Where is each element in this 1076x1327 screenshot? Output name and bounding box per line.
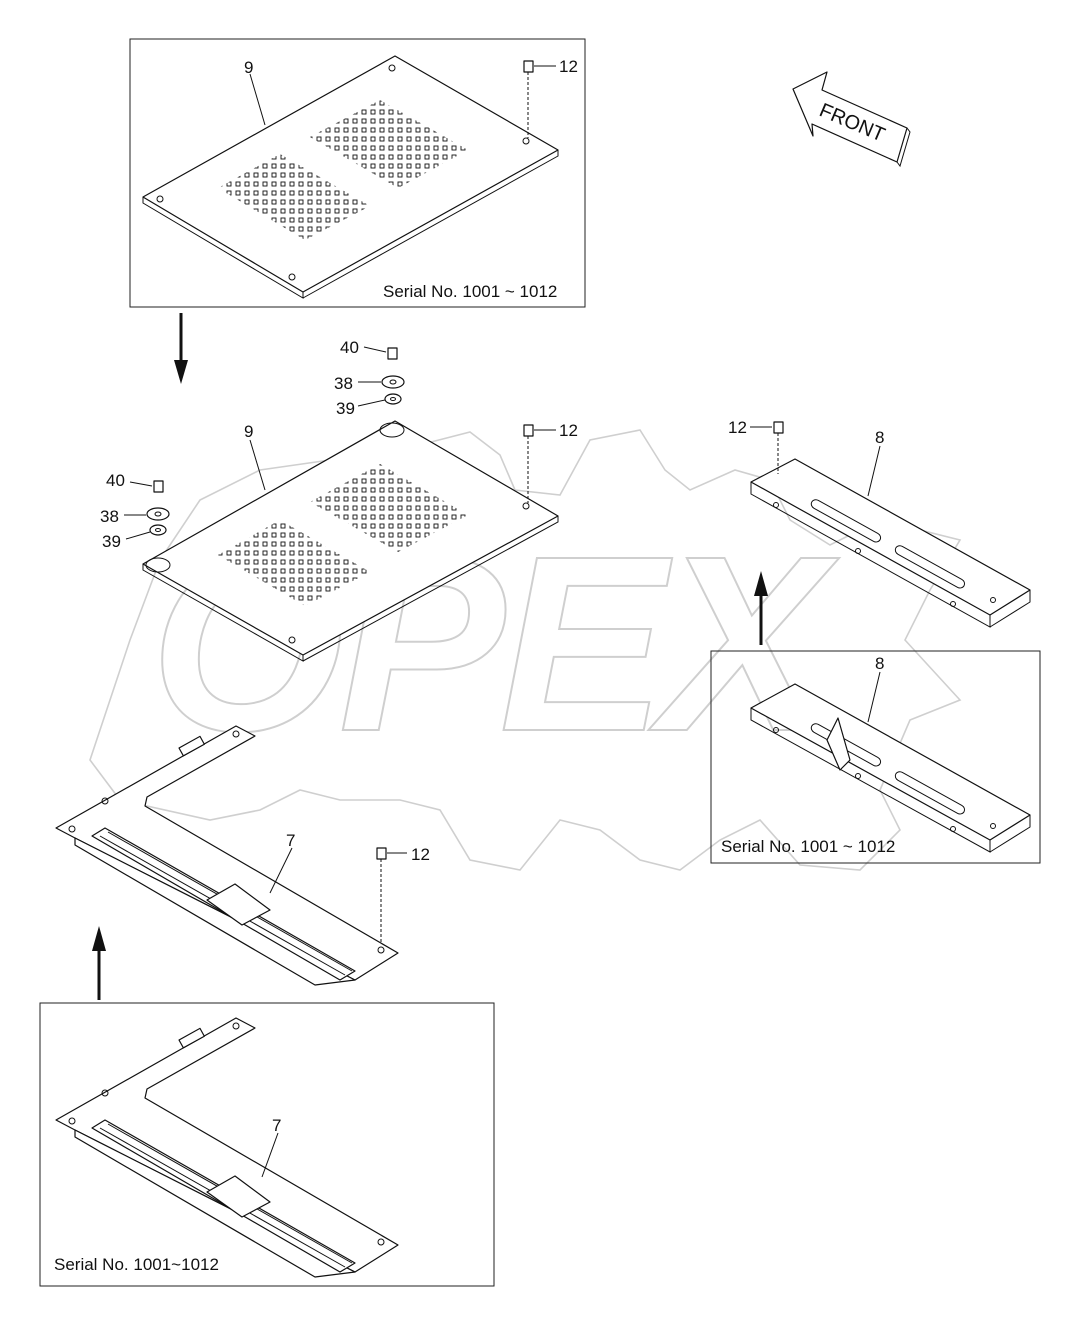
arrow-up-icon-right <box>754 571 768 645</box>
label-12-mid: 12 <box>559 421 578 440</box>
frame-7 <box>55 725 399 986</box>
label-7-box: 7 <box>272 1116 281 1135</box>
label-8-box: 8 <box>875 654 884 673</box>
cover-plate-9-variant <box>142 55 559 299</box>
bolt-12-low <box>376 847 387 944</box>
label-12-top: 12 <box>559 57 578 76</box>
bolt-12-right <box>773 421 784 474</box>
hardware-stack-b <box>146 480 170 536</box>
serial-note-top: Serial No. 1001 ~ 1012 <box>383 282 557 301</box>
label-39-a: 39 <box>336 399 355 418</box>
bolt-12-top <box>523 60 534 138</box>
bracket-8 <box>750 458 1031 628</box>
label-9-mid: 9 <box>244 422 253 441</box>
label-40-a: 40 <box>340 338 359 357</box>
label-8-right: 8 <box>875 428 884 447</box>
watermark-gear <box>89 429 962 871</box>
front-direction-arrow: FRONT <box>792 71 911 168</box>
label-12-low: 12 <box>411 845 430 864</box>
bottom-variant-box <box>39 1002 495 1287</box>
cover-plate-9 <box>142 420 559 662</box>
hardware-stack-a <box>381 347 405 405</box>
label-12-right: 12 <box>728 418 747 437</box>
serial-note-right: Serial No. 1001 ~ 1012 <box>721 837 895 856</box>
serial-note-bottom: Serial No. 1001~1012 <box>54 1255 219 1274</box>
arrow-down-icon <box>174 313 188 384</box>
label-38-a: 38 <box>334 374 353 393</box>
right-variant-box <box>710 650 1041 864</box>
top-variant-box <box>129 38 586 308</box>
arrow-up-icon-left <box>92 926 106 1000</box>
label-7-mid: 7 <box>286 831 295 850</box>
bolt-12-mid <box>523 424 534 503</box>
label-38-b: 38 <box>100 507 119 526</box>
label-39-b: 39 <box>102 532 121 551</box>
frame-7-variant <box>55 1017 399 1278</box>
label-40-b: 40 <box>106 471 125 490</box>
label-9-top: 9 <box>244 58 253 77</box>
bracket-8-variant <box>750 683 1031 853</box>
